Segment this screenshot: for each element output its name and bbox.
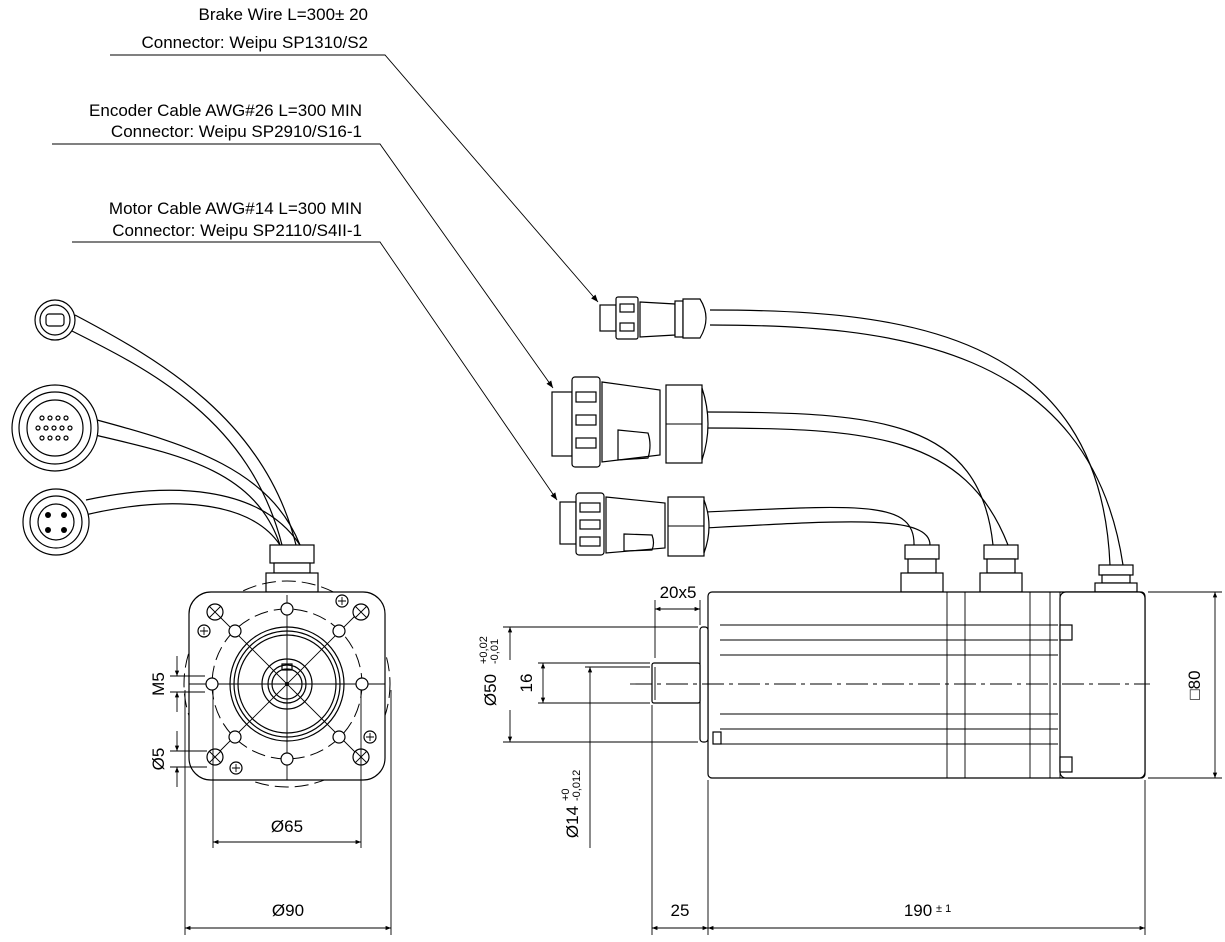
body-length-dimension: 190 [904,901,932,920]
side-view: Ø50 +0,02 -0,01 16 Ø14 +0 -0,012 20x5 25… [478,583,1222,935]
encoder-connector-end-view [11,384,99,472]
callout-motor: Motor Cable AWG#14 L=300 MIN Connector: … [72,199,558,501]
brake-wire-label: Brake Wire L=300± 20 [198,5,368,24]
brake-connector-label: Connector: Weipu SP1310/S2 [142,33,369,52]
shaft-length-dimension: 25 [671,901,690,920]
d90-dimension: Ø90 [272,901,304,920]
screw-icons [197,594,377,775]
encoder-connector [551,376,709,468]
motor-cable-label: Motor Cable AWG#14 L=300 MIN [109,199,362,218]
front-cable-gland [265,544,319,593]
encoder-cable-label: Encoder Cable AWG#26 L=300 MIN [89,101,362,120]
body-length-tolerance: ± 1 [936,903,951,915]
motor-connector-label: Connector: Weipu SP2110/S4II-1 [112,221,362,240]
key-height-dimension: 16 [517,674,536,693]
square-flange-dimension: □80 [1185,670,1204,699]
d14-tolerance-plus: +0 [560,788,572,801]
side-view-cables [704,309,1124,566]
d50-tolerance-plus: +0,02 [478,636,490,664]
body-cable-glands [900,544,1138,593]
key-size-dimension: 20x5 [660,583,697,602]
encoder-connector-label: Connector: Weipu SP2910/S16-1 [111,122,362,141]
motor-connector-end-view [22,488,90,556]
d5-dimension: Ø5 [149,748,168,771]
d50-tolerance-minus: -0,01 [489,639,501,664]
brake-connector [599,296,707,340]
d65-dimension: Ø65 [271,817,303,836]
encoder-leader-line [52,143,554,389]
motor-leader-line [72,241,558,501]
d14-tolerance-minus: -0,012 [571,770,583,801]
brake-connector-end-view [34,299,76,341]
front-view-cables [11,299,319,593]
callout-encoder: Encoder Cable AWG#26 L=300 MIN Connector… [52,101,554,389]
d14-dimension: Ø14 [563,806,582,838]
motor-connector [559,492,710,557]
mounting-holes [205,602,370,766]
m5-dimension: M5 [149,672,168,696]
brake-leader-line [110,54,599,303]
d50-dimension: Ø50 [481,674,500,706]
callout-brake: Brake Wire L=300± 20 Connector: Weipu SP… [110,5,599,303]
front-view: M5 Ø5 Ø65 Ø90 [149,580,392,935]
